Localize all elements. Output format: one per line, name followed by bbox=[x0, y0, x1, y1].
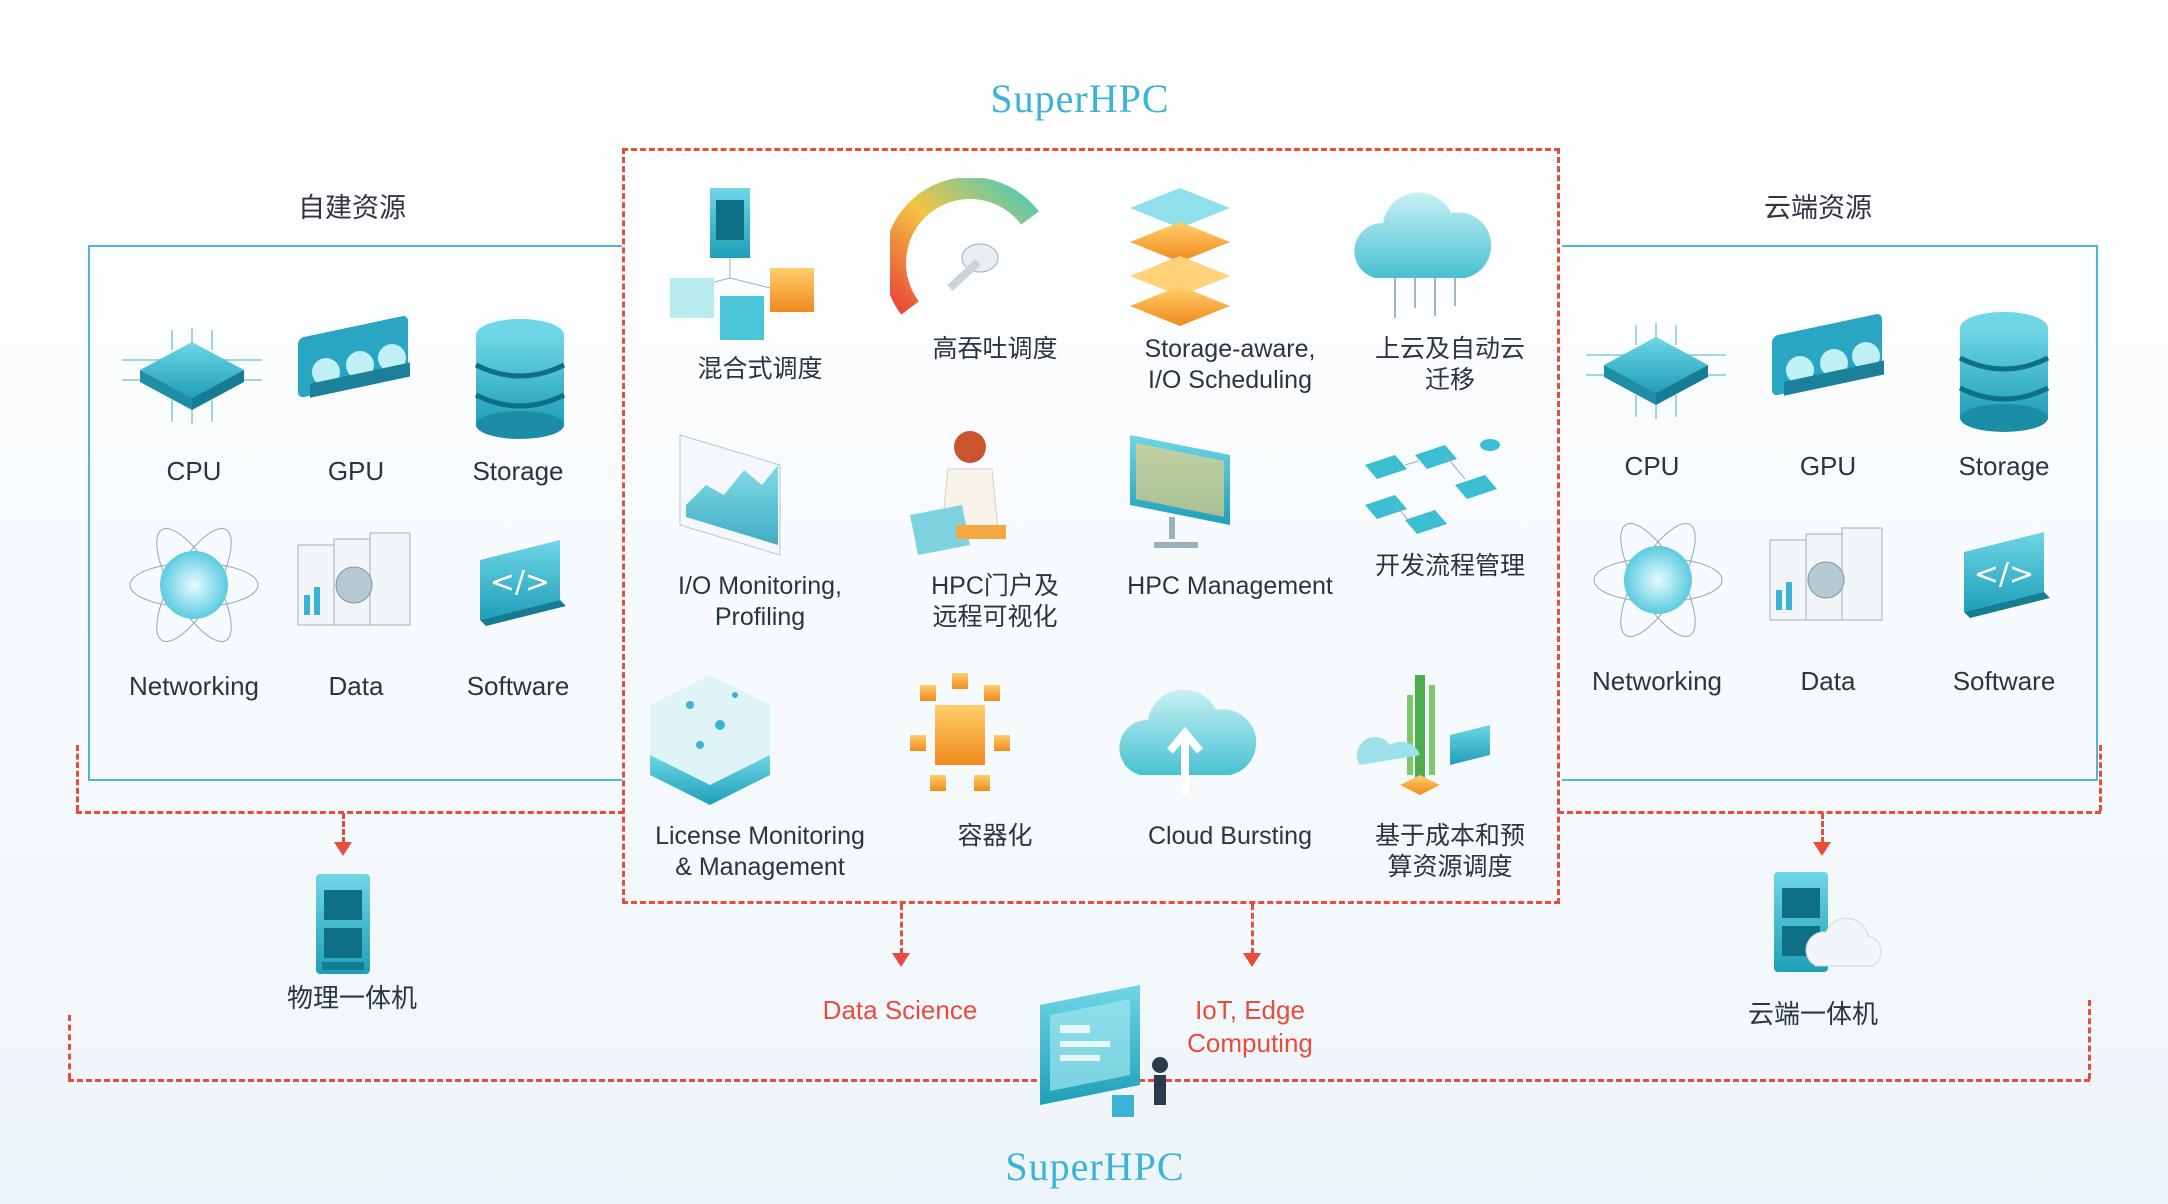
left-down-connector bbox=[342, 813, 345, 843]
feature-io-monitoring: I/O Monitoring, Profiling bbox=[650, 425, 870, 633]
cloud-appliance-icon bbox=[1766, 866, 1886, 981]
right-dashed-riser bbox=[2099, 745, 2102, 811]
left-resource-panel bbox=[88, 245, 622, 781]
left-dashed-line bbox=[76, 811, 624, 814]
right-storage-label: Storage bbox=[1958, 451, 2050, 481]
arrow-down-icon bbox=[1813, 842, 1831, 856]
right-down-connector bbox=[1821, 813, 1824, 843]
feature-hpc-portal: HPC门户及 远程可视化 bbox=[890, 425, 1100, 633]
cloud-appliance-label: 云端一体机 bbox=[1747, 999, 1878, 1029]
flow-icon bbox=[1345, 425, 1555, 545]
right-resource-panel bbox=[1562, 245, 2098, 781]
physical-appliance-label: 物理一体机 bbox=[286, 983, 417, 1013]
left-dashed-riser bbox=[76, 745, 79, 811]
data-icon bbox=[1762, 520, 1892, 640]
feature-label: 基于成本和预 算资源调度 bbox=[1374, 822, 1525, 881]
superhpc-title-top: SuperHPC bbox=[990, 76, 1170, 121]
cost-tree-icon bbox=[1340, 655, 1560, 815]
feature-label: 开发流程管理 bbox=[1374, 552, 1525, 580]
right-gpu-label: GPU bbox=[1799, 451, 1857, 481]
feature-label: Storage-aware, I/O Scheduling bbox=[1144, 335, 1316, 394]
right-software-label: Software bbox=[1952, 666, 2056, 696]
feature-label: I/O Monitoring, Profiling bbox=[678, 572, 842, 631]
server-appliance-icon bbox=[308, 868, 378, 978]
user-laptop-icon bbox=[890, 425, 1100, 565]
svg-text:</>: </> bbox=[490, 565, 550, 600]
bottom-left-riser bbox=[68, 1015, 71, 1079]
arrow-down-icon bbox=[1243, 953, 1261, 967]
left-gpu-label: GPU bbox=[327, 456, 385, 486]
feature-label: HPC Management bbox=[1127, 572, 1333, 600]
feature-hpc-management: HPC Management bbox=[1110, 425, 1350, 602]
arrow-down-icon bbox=[892, 953, 910, 967]
arrow-down-icon bbox=[334, 842, 352, 856]
left-networking-label: Networking bbox=[128, 671, 260, 701]
feature-label: License Monitoring & Management bbox=[655, 822, 865, 881]
networking-icon bbox=[124, 525, 264, 645]
feature-storage-aware: Storage-aware, I/O Scheduling bbox=[1110, 178, 1350, 396]
iot-edge-label: IoT, Edge Computing bbox=[1187, 995, 1313, 1058]
feature-label: 容器化 bbox=[957, 822, 1033, 850]
right-panel-title: 云端资源 bbox=[1764, 193, 1872, 223]
feature-label: Cloud Bursting bbox=[1148, 822, 1312, 850]
platform-illustration-icon bbox=[1010, 985, 1190, 1135]
left-data-label: Data bbox=[328, 671, 384, 701]
feature-devops: 开发流程管理 bbox=[1345, 425, 1555, 582]
svg-text:</>: </> bbox=[1974, 557, 2034, 592]
right-data-label: Data bbox=[1800, 666, 1856, 696]
left-panel-title: 自建资源 bbox=[298, 193, 406, 223]
right-networking-label: Networking bbox=[1591, 666, 1723, 696]
superhpc-center-panel bbox=[622, 148, 1560, 904]
feature-label: 高吞吐调度 bbox=[932, 335, 1058, 363]
data-science-connector bbox=[900, 904, 903, 954]
left-software-label: Software bbox=[466, 671, 570, 701]
left-cpu-label: CPU bbox=[166, 456, 222, 486]
storage-icon bbox=[1954, 308, 2054, 433]
data-science-label: Data Science bbox=[822, 995, 978, 1025]
networking-icon bbox=[1588, 520, 1728, 640]
feature-cloud-migration: 上云及自动云 迁移 bbox=[1345, 178, 1555, 396]
feature-cost-scheduling: 基于成本和预 算资源调度 bbox=[1340, 655, 1560, 883]
monitor-icon bbox=[1110, 425, 1350, 565]
feature-license-monitoring: License Monitoring & Management bbox=[640, 665, 880, 883]
feature-label: 上云及自动云 迁移 bbox=[1374, 335, 1525, 394]
cloud-icon bbox=[1345, 178, 1555, 328]
feature-hybrid-scheduling: 混合式调度 bbox=[650, 178, 870, 385]
iot-connector bbox=[1251, 904, 1254, 954]
layers-icon bbox=[1110, 178, 1350, 328]
right-cpu-label: CPU bbox=[1624, 451, 1680, 481]
license-cube-icon bbox=[640, 665, 880, 815]
gpu-icon bbox=[1764, 308, 1894, 428]
cpu-icon bbox=[112, 320, 272, 430]
data-icon bbox=[290, 525, 420, 645]
right-dashed-line bbox=[1558, 811, 2101, 814]
monitoring-chart-icon bbox=[650, 425, 870, 565]
cpu-icon bbox=[1576, 315, 1736, 425]
feature-label: HPC门户及 远程可视化 bbox=[931, 572, 1059, 631]
software-icon: </> bbox=[1954, 522, 2054, 632]
feature-high-throughput: 高吞吐调度 bbox=[890, 178, 1100, 365]
superhpc-title-bottom: SuperHPC bbox=[1005, 1144, 1185, 1189]
container-cube-icon bbox=[890, 665, 1100, 815]
hybrid-scheduling-icon bbox=[650, 178, 870, 348]
cloud-upload-icon bbox=[1110, 665, 1350, 815]
software-icon: </> bbox=[470, 530, 570, 640]
feature-label: 混合式调度 bbox=[697, 355, 823, 383]
bottom-right-riser bbox=[2088, 1000, 2091, 1079]
feature-containerization: 容器化 bbox=[890, 665, 1100, 852]
gpu-icon bbox=[290, 310, 420, 430]
gauge-icon bbox=[890, 178, 1100, 328]
feature-cloud-bursting: Cloud Bursting bbox=[1110, 665, 1350, 852]
left-storage-label: Storage bbox=[472, 456, 564, 486]
storage-icon bbox=[470, 315, 570, 440]
